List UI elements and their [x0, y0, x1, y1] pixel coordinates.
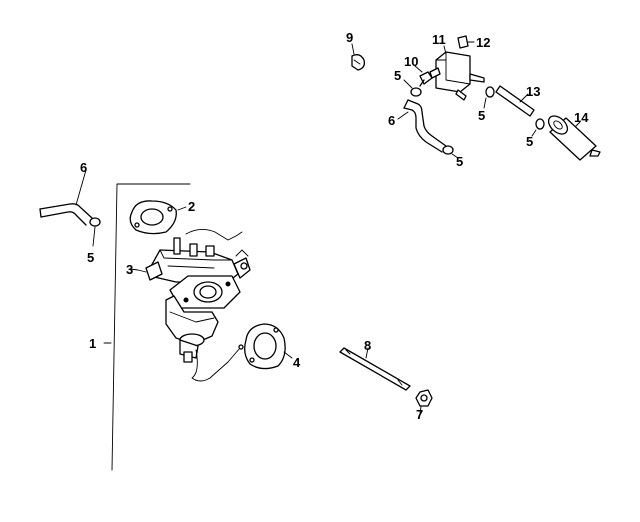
fuel-line-13 [495, 85, 535, 117]
callout-12: 12 [476, 35, 490, 50]
clip-9 [351, 43, 366, 71]
fuel-filter-14 [547, 115, 601, 161]
callout-5-c: 5 [456, 154, 463, 169]
callout-8: 8 [364, 338, 371, 353]
fuel-pump-11 [429, 45, 485, 101]
callout-7: 7 [416, 407, 423, 422]
callout-5-a: 5 [394, 68, 401, 83]
callout-14: 14 [574, 110, 589, 125]
callout-4: 4 [293, 355, 301, 370]
clamp-5-left [89, 217, 101, 247]
rod-8 [339, 347, 411, 391]
hose-6-upper [397, 99, 447, 153]
carburetor-3 [129, 229, 251, 382]
callout-9: 9 [346, 30, 353, 45]
assembly-bracket-1 [103, 183, 191, 471]
callout-13: 13 [526, 84, 540, 99]
screw-10 [414, 65, 433, 87]
callout-5-left: 5 [87, 250, 94, 265]
clamp-5-d [531, 118, 545, 137]
callout-5-b: 5 [478, 108, 485, 123]
clamp-5-b [483, 86, 495, 109]
clamp-5-c [442, 145, 459, 159]
callout-5-d: 5 [526, 134, 533, 149]
callout-6-left: 6 [80, 160, 87, 175]
callout-10: 10 [404, 54, 418, 69]
callout-1: 1 [89, 336, 96, 351]
gasket-2 [129, 200, 187, 235]
nut-7 [415, 389, 433, 414]
fitting-12 [457, 35, 475, 49]
callout-6-upper: 6 [388, 113, 395, 128]
callout-3: 3 [126, 262, 133, 277]
hose-6-left [39, 169, 93, 226]
gasket-4 [244, 323, 293, 370]
clamp-5-a [403, 79, 422, 97]
callout-2: 2 [188, 199, 195, 214]
callout-11: 11 [432, 32, 446, 47]
